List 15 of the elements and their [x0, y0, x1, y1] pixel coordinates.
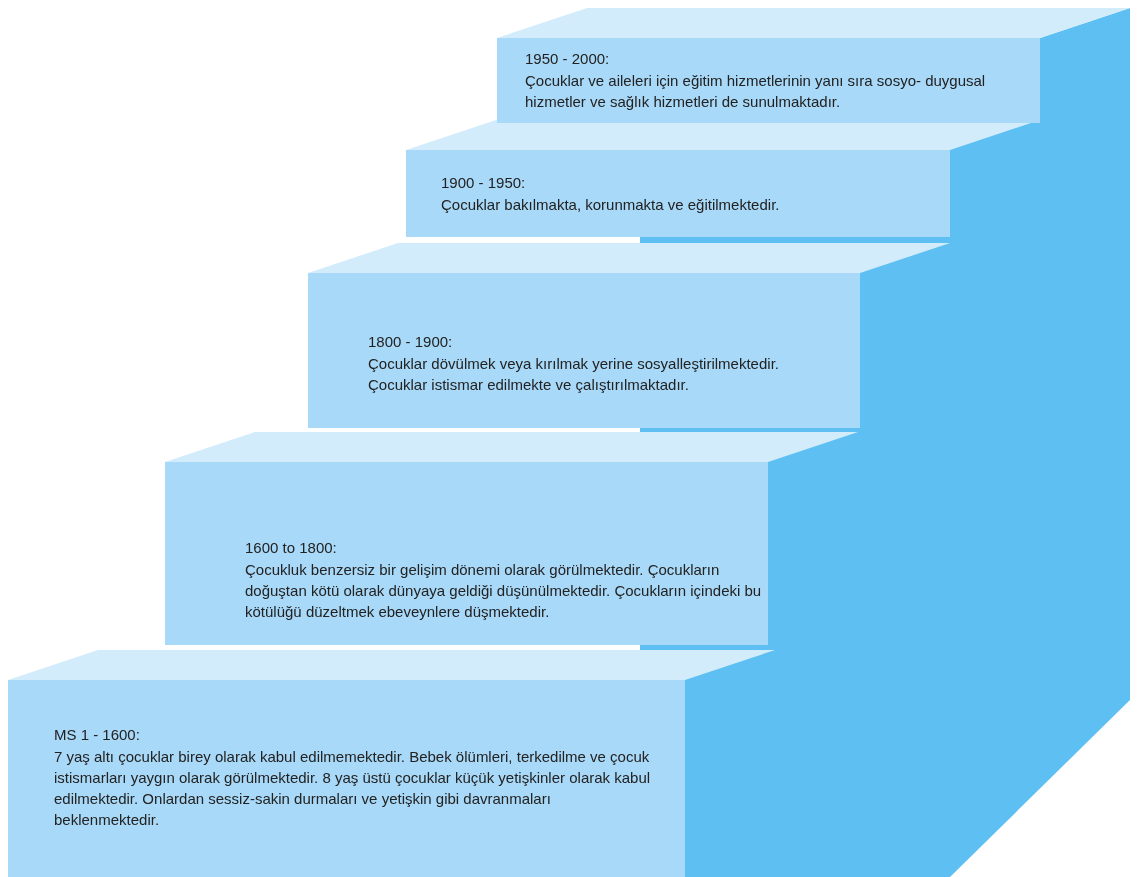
- period-heading: 1900 - 1950:: [441, 173, 527, 193]
- stair-step: [8, 680, 685, 877]
- period-heading: 1950 - 2000:: [525, 49, 611, 69]
- period-heading: 1800 - 1900:: [368, 332, 454, 352]
- period-description: Çocuklar ve aileleri için eğitim hizmetlerinin yanı sıra sosyo- duygusal hizmetler ve sağlık hizmetleri de sunulmaktadır.: [525, 71, 987, 112]
- stair-step: [165, 462, 768, 645]
- stair-step: [406, 150, 950, 237]
- period-heading: 1600 to 1800:: [245, 538, 338, 558]
- stair-step: [497, 38, 1040, 123]
- period-description: 7 yaş altı çocuklar birey olarak kabul edilmemektedir. Bebek ölümleri, terkedilme ve çocuk istismarları yaygın olarak görülmektedir. 8 yaş üstü çocuklar küçük yetişkinler olarak kabul edilmektedir. Onlardan sessiz-sakin durmaları ve yetişkin gibi davranmaları beklenmektedir.: [54, 747, 652, 830]
- stair-step: [308, 273, 860, 428]
- period-description: Çocuklar dövülmek veya kırılmak yerine sosyalleştirilmektedir. Çocuklar istismar edilmekte ve çalıştırılmaktadır.: [368, 354, 780, 395]
- period-description: Çocuklar bakılmakta, korunmakta ve eğitilmektedir.: [441, 195, 781, 215]
- period-heading: MS 1 - 1600:: [54, 725, 141, 745]
- period-description: Çocukluk benzersiz bir gelişim dönemi olarak görülmektedir. Çocukların doğuştan kötü olarak dünyaya geldiği düşünülmektedir. Çocukların içindeki bu kötülüğü düzeltmek ebeveynlere düşmektedir.: [245, 560, 763, 622]
